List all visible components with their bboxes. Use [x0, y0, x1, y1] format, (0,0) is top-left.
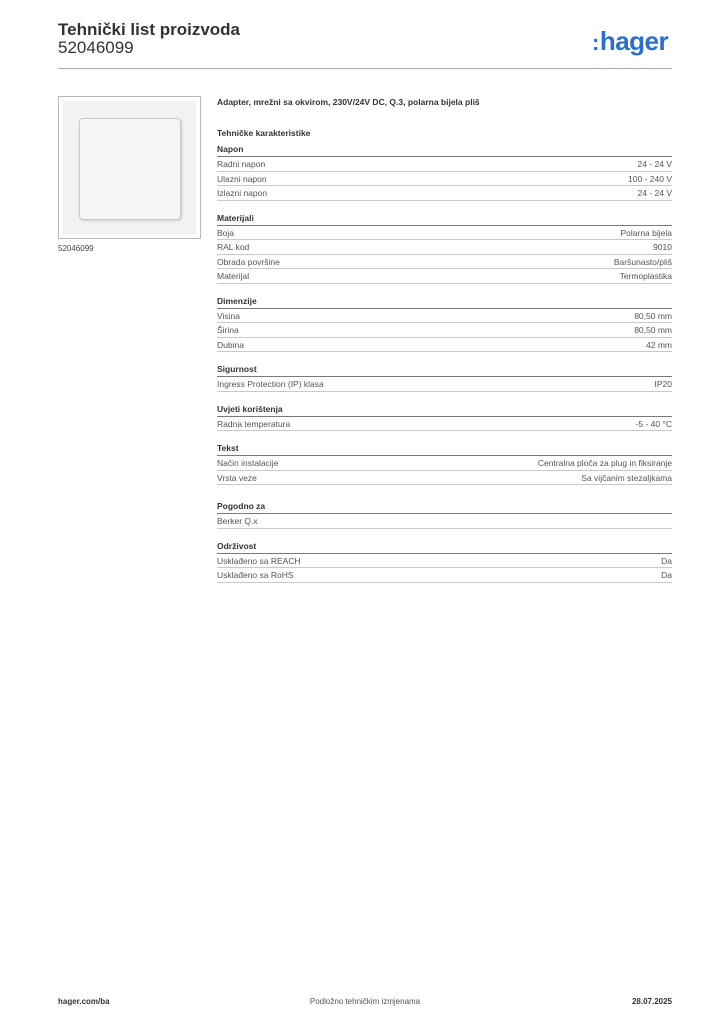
spec-label: Način instalacije: [217, 458, 279, 468]
product-name: Adapter, mrežni sa okvirom, 230V/24V DC,…: [217, 97, 480, 107]
product-insert: [79, 118, 181, 220]
spec-row: Radna temperatura -5 - 40 °C: [217, 417, 672, 431]
spec-value: 42 mm: [646, 339, 672, 350]
footer-website[interactable]: hager.com/ba: [58, 997, 110, 1006]
spec-row: Izlazni napon 24 - 24 V: [217, 186, 672, 201]
group-title: Pogodno za: [217, 499, 672, 514]
spec-label: Boja: [217, 227, 235, 238]
spec-row: Dubina 42 mm: [217, 338, 672, 352]
footer-note: Podložno tehničkim izmjenama: [309, 997, 421, 1006]
spec-row: Vrsta veze Sa vijčanim stezaljkama: [217, 471, 672, 485]
spec-row: Radni napon 24 - 24 V: [217, 157, 672, 172]
spec-value: 100 - 240 V: [628, 173, 672, 184]
group-title: Dimenzije: [217, 294, 672, 309]
spec-label: Ingress Protection (IP) klasa: [217, 379, 324, 389]
spec-row: Ulazni napon 100 - 240 V: [217, 172, 672, 186]
spec-value: 80,50 mm: [634, 310, 672, 321]
product-image: [58, 96, 201, 239]
spec-row: Ingress Protection (IP) klasa IP20: [217, 377, 672, 392]
product-plate: [63, 101, 196, 234]
spec-label: Dubina: [217, 339, 244, 350]
spec-value: Baršunasto/pliš: [613, 256, 672, 267]
spec-label: Vrsta veze: [217, 472, 257, 483]
image-caption: 52046099: [58, 244, 94, 253]
spec-row: Širina 80,50 mm: [217, 323, 672, 338]
spec-row: Visina 80,50 mm: [217, 309, 672, 323]
spec-value: 24 - 24 V: [637, 159, 673, 169]
group-title: Napon: [217, 142, 672, 157]
spec-label: RAL kod: [217, 242, 250, 252]
group-title: Sigurnost: [217, 362, 672, 377]
spec-label: Radni napon: [217, 159, 266, 169]
spec-value: 80,50 mm: [634, 325, 672, 335]
spec-value: Da: [661, 555, 672, 566]
spec-row: Obrada površine Baršunasto/pliš: [217, 255, 672, 269]
spec-row: Usklađeno sa REACH Da: [217, 554, 672, 568]
product-code: 52046099: [58, 38, 134, 57]
spec-label: Materijal: [217, 271, 250, 281]
hager-logo: :hager: [592, 26, 669, 56]
document-title: Tehnički list proizvoda: [58, 20, 240, 39]
spec-row: Berker Q.x: [217, 514, 672, 529]
spec-row: Način instalacije Centralna ploča za plug…: [217, 456, 672, 471]
logo-text: hager: [599, 26, 669, 56]
spec-row: RAL kod 9010: [217, 240, 672, 255]
section-title: Tehničke karakteristike: [217, 128, 311, 138]
spec-row: Boja Polarna bijela: [217, 226, 672, 240]
spec-value: -5 - 40 °C: [635, 418, 672, 429]
spec-row: Materijal Termoplastika: [217, 269, 672, 284]
spec-value: IP20: [654, 379, 673, 389]
spec-label: Visina: [217, 310, 240, 321]
group-title: Materijali: [217, 211, 672, 226]
spec-label: Ulazni napon: [217, 173, 267, 184]
group-title: Uvjeti korištenja: [217, 402, 672, 417]
spec-content: Adapter, mrežni sa okvirom, 230V/24V DC,…: [217, 96, 672, 583]
spec-group: Pogodno za Berker Q.x: [217, 499, 672, 529]
spec-value: Termoplastika: [619, 271, 672, 281]
spec-label: Berker Q.x: [217, 516, 258, 526]
header-divider: [58, 68, 672, 69]
spec-label: Usklađeno sa RoHS: [217, 570, 294, 580]
group-title: Održivost: [217, 539, 672, 554]
spec-row: Usklađeno sa RoHS Da: [217, 568, 672, 583]
spec-label: Usklađeno sa REACH: [217, 555, 301, 566]
spec-value: 9010: [653, 242, 672, 252]
spec-label: Obrada površine: [217, 256, 280, 267]
spec-label: Izlazni napon: [217, 188, 268, 198]
group-title: Tekst: [217, 441, 672, 456]
spec-value: Polarna bijela: [620, 227, 672, 238]
spec-label: Širina: [217, 325, 239, 335]
spec-value: 24 - 24 V: [637, 188, 673, 198]
spec-value: Centralna ploča za plug in fiksiranje: [537, 458, 672, 468]
spec-value: Da: [661, 570, 672, 580]
footer-date: 28.07.2025: [631, 997, 672, 1006]
spec-label: Radna temperatura: [217, 418, 291, 429]
spec-value: Sa vijčanim stezaljkama: [581, 472, 672, 483]
